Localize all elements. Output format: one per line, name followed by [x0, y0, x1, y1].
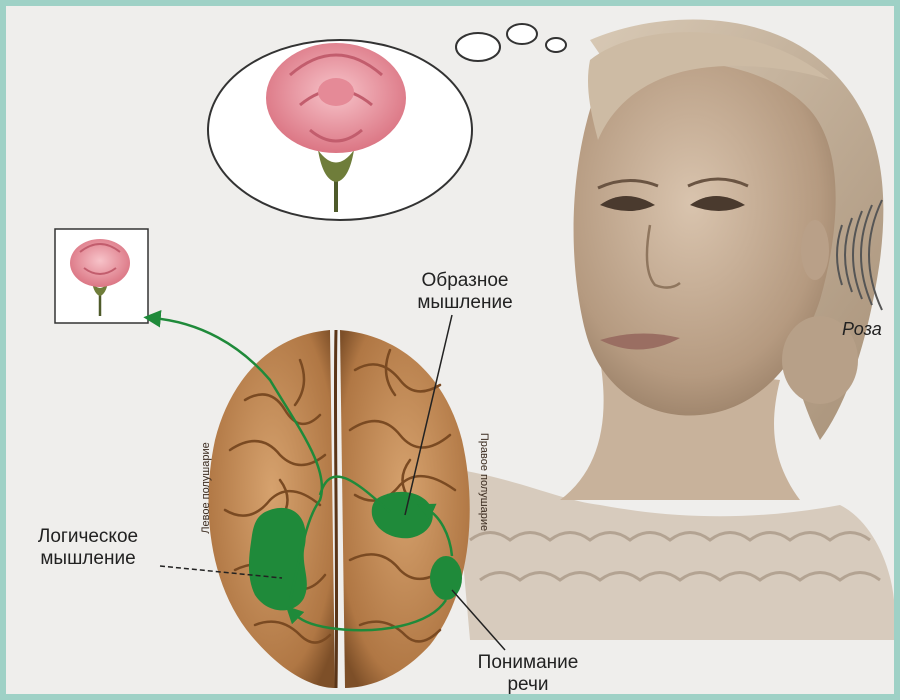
label-imaginative-thinking-line1: Образное — [395, 270, 535, 292]
label-speech-understanding-line1: Понимание — [458, 652, 598, 674]
label-logical-thinking-line2: мышление — [18, 548, 158, 570]
speech-understanding-zone — [430, 556, 462, 600]
label-left-hemisphere: Левое полушарие — [200, 428, 212, 548]
woman-figure — [460, 20, 894, 640]
rose-image-small — [55, 229, 148, 323]
label-imaginative-thinking: Образное мышление — [395, 270, 535, 314]
illustration-panel: Образное мышление Логическое мышление По… — [6, 6, 894, 694]
label-imaginative-thinking-line2: мышление — [395, 292, 535, 314]
label-logical-thinking-line1: Логическое — [18, 526, 158, 548]
label-spoken-word: Роза — [842, 318, 882, 340]
label-right-hemisphere: Правое полушарие — [478, 422, 490, 542]
label-speech-understanding-line2: речи — [458, 674, 598, 694]
label-logical-thinking: Логическое мышление — [18, 526, 158, 570]
label-speech-understanding: Понимание речи — [458, 652, 598, 694]
illustration-canvas — [6, 6, 894, 694]
